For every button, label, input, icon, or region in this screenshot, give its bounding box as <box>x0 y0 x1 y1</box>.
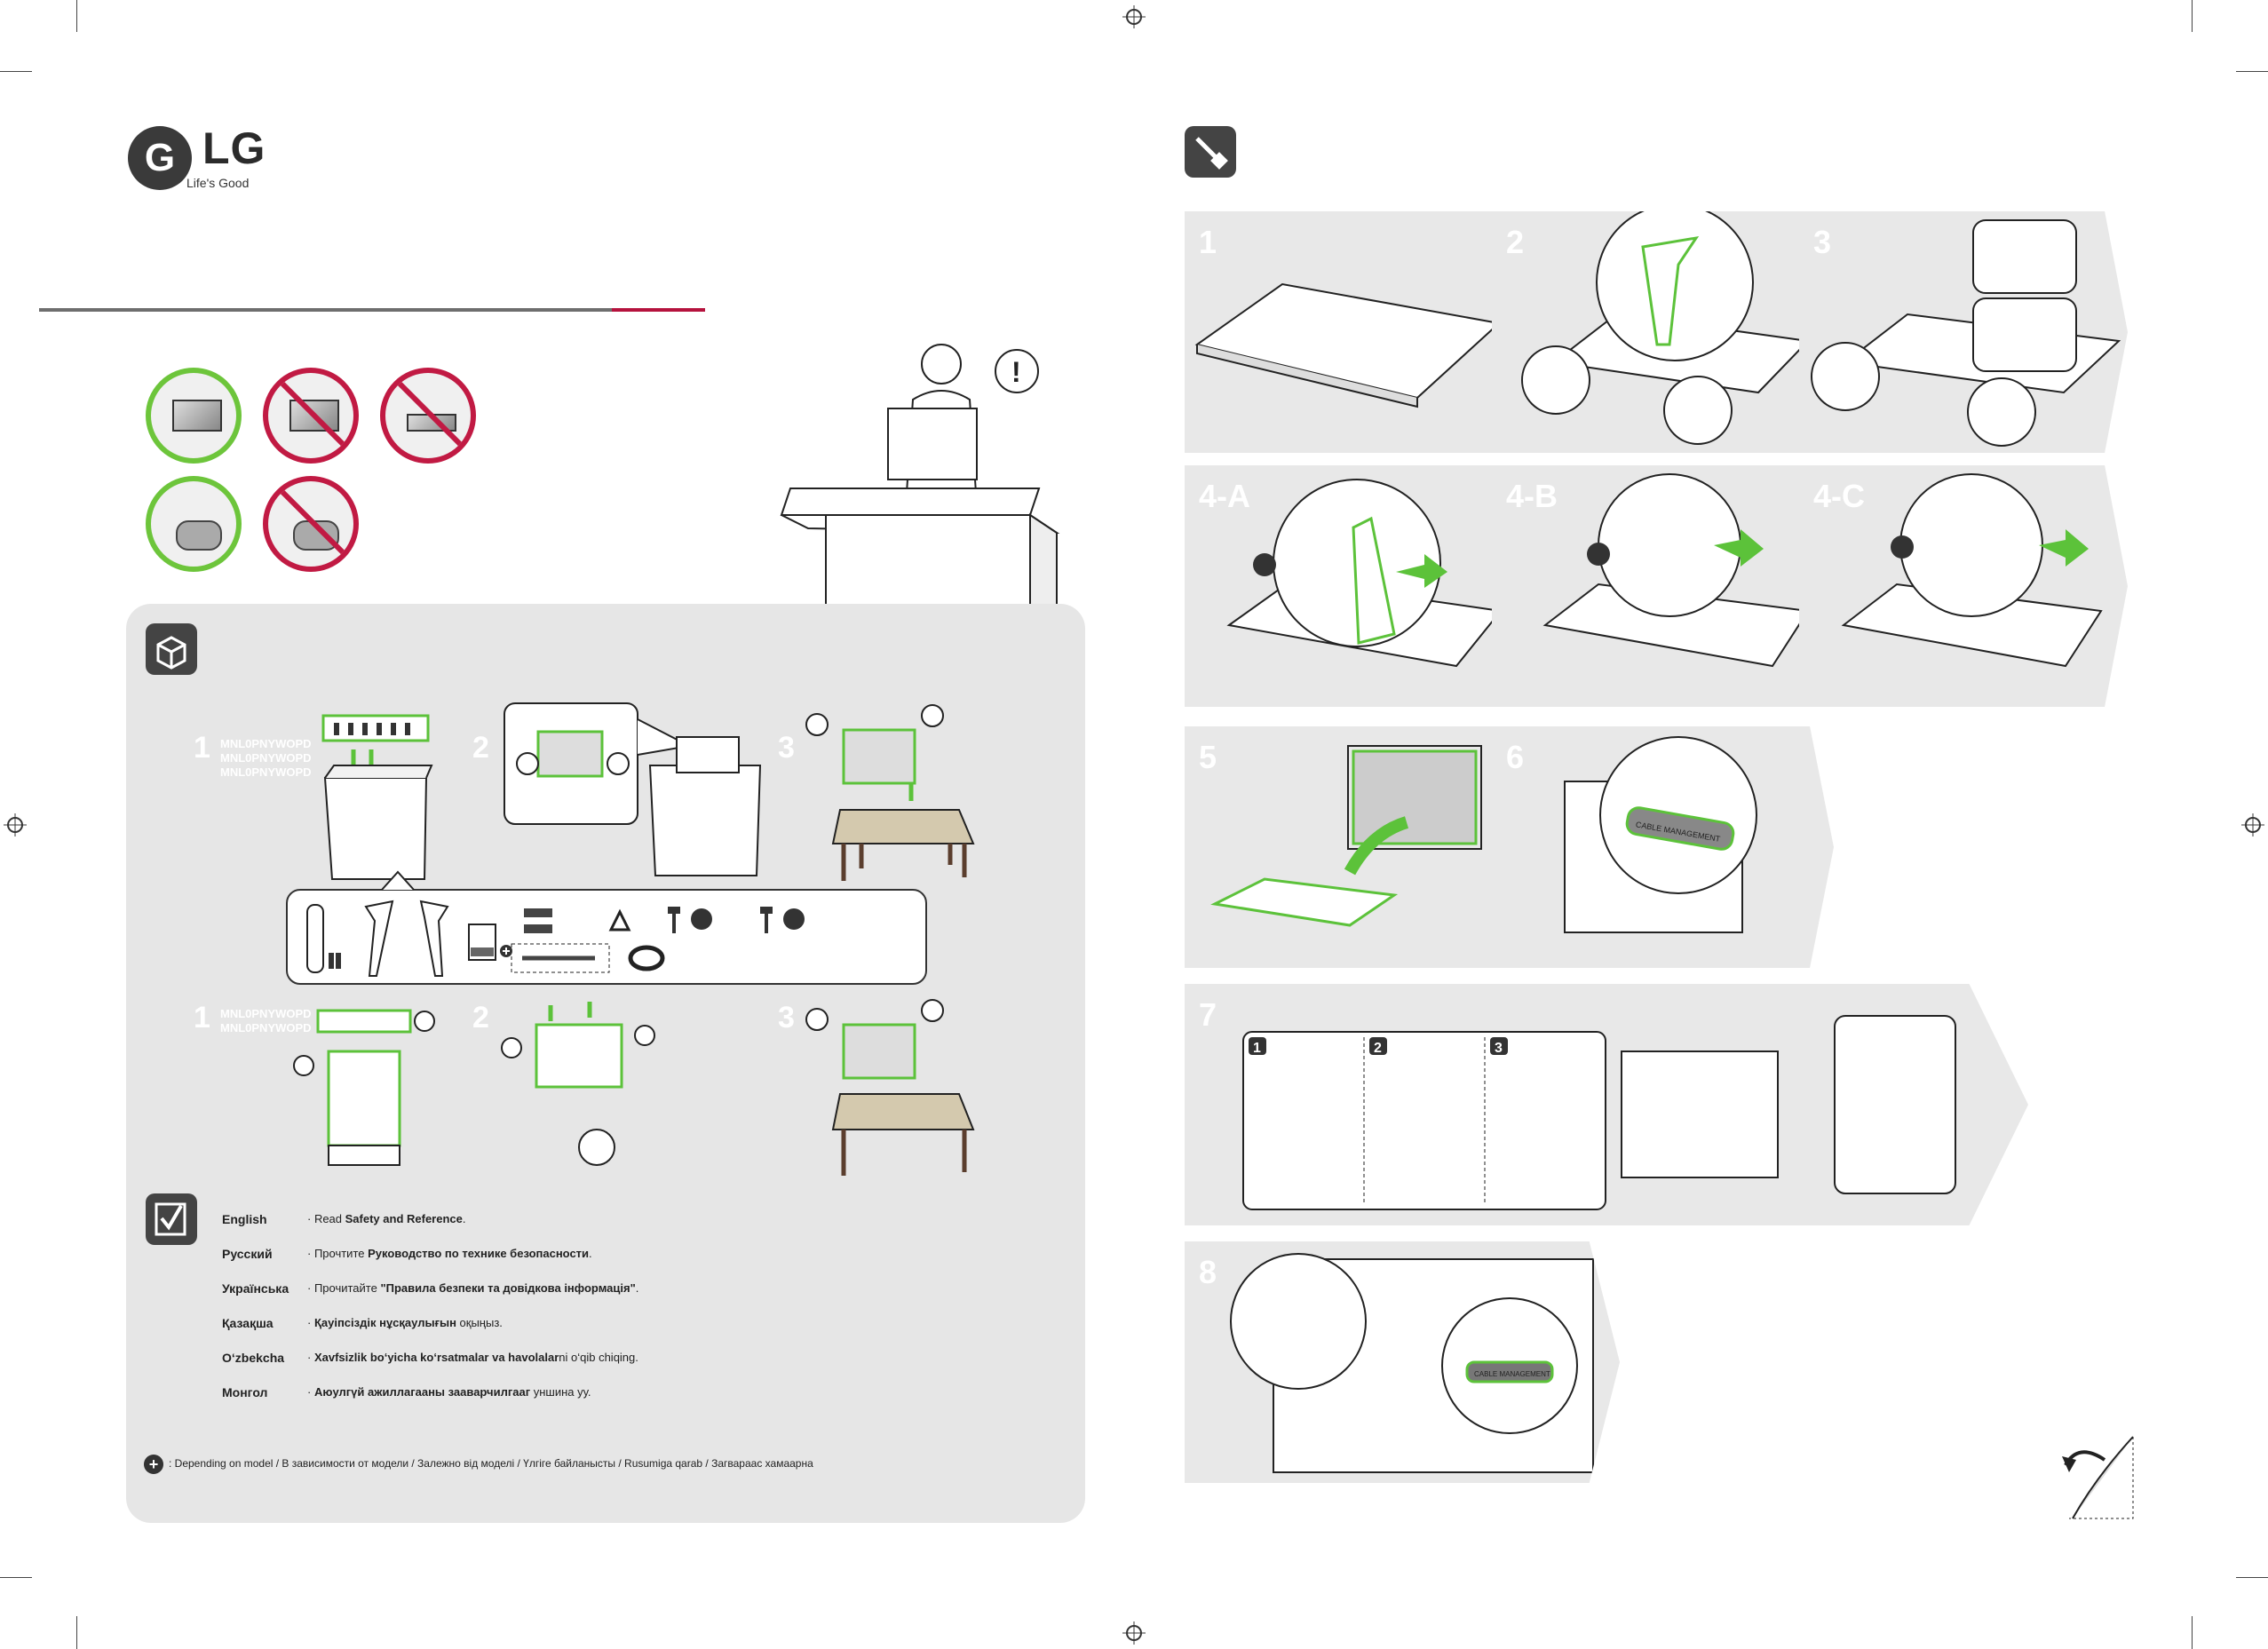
lg-logo: G LG Life's Good <box>124 123 284 202</box>
step-4b-tile: 4-B <box>1492 465 1834 707</box>
stand-leg-icon <box>364 900 394 977</box>
crop-mark <box>2192 1616 2193 1649</box>
unbox-step1b-illustration <box>293 1009 435 1166</box>
svg-text:3: 3 <box>1495 1041 1503 1056</box>
step-6-tile: 6 CABLE MANAGEMENT <box>1492 726 1834 968</box>
lang-instruction: · Прочтите Руководство по технике безопа… <box>307 1247 592 1260</box>
option-plus-icon <box>500 945 512 957</box>
unbox-step-number: 2 <box>472 1001 489 1035</box>
svg-text:1: 1 <box>1253 1041 1261 1056</box>
cable-holder-icon <box>524 908 552 933</box>
lang-instruction: · Прочитайте "Правила безпеки та довідко… <box>307 1281 639 1295</box>
components-bubble <box>286 889 927 985</box>
brand-tagline: Life's Good <box>186 176 250 190</box>
ring-icon <box>628 945 665 971</box>
lang-name: O‘zbekcha <box>222 1351 285 1365</box>
unbox-step3-illustration <box>805 704 975 881</box>
handling-wrong-icon <box>263 368 359 464</box>
option-plus-icon: + <box>144 1455 163 1474</box>
step-3-tile: 3 <box>1799 211 2128 453</box>
screw-icon <box>760 907 805 933</box>
title-divider <box>39 308 705 312</box>
unbox-step-number: 2 <box>472 731 489 765</box>
registration-mark <box>1122 1621 1146 1645</box>
screwdriver-icon <box>1185 126 1236 178</box>
step-2-tile: 2 <box>1492 211 1834 453</box>
step-4a-tile: 4-A <box>1185 465 1527 707</box>
lang-name: Українська <box>222 1281 289 1296</box>
unbox-step-number: 1 <box>194 731 210 765</box>
svg-text:2: 2 <box>1374 1041 1382 1056</box>
unbox-step-number: 3 <box>778 731 795 765</box>
unbox-step-number: 3 <box>778 1001 795 1035</box>
crop-mark <box>2192 0 2193 32</box>
crop-mark <box>76 0 77 32</box>
step-1-tile: 1 <box>1185 211 1527 453</box>
handling-wrong-icon <box>380 368 476 464</box>
crop-mark <box>76 1616 77 1649</box>
unbox-step2b-illustration <box>501 1002 655 1166</box>
step-8-tile: 8 CABLE MANAGEMENT <box>1185 1241 1620 1483</box>
components-pointer <box>381 870 415 891</box>
remote-and-batteries-icon <box>306 904 341 973</box>
page-curl-icon <box>2062 1436 2134 1519</box>
registration-mark <box>4 813 27 836</box>
crop-mark <box>2236 71 2268 72</box>
registration-mark <box>2241 813 2264 836</box>
warning-icon: ! <box>1011 356 1021 388</box>
unbox-step2-illustration <box>504 702 762 876</box>
footnote: +: Depending on model / В зависимости от… <box>144 1455 813 1474</box>
box-open-icon <box>146 623 197 675</box>
crop-mark <box>0 1577 32 1578</box>
unbox-step3b-illustration <box>805 999 975 1176</box>
lg-logo-letter: G <box>144 136 176 179</box>
screw-icon <box>668 907 712 933</box>
checklist-icon <box>146 1193 197 1245</box>
brand-name: LG <box>202 123 266 173</box>
crop-mark <box>0 71 32 72</box>
lang-instruction: · Қауіпсіздік нұсқаулығын оқыңыз. <box>307 1316 503 1329</box>
manual-icon <box>468 924 496 961</box>
step-4c-tile: 4-C <box>1799 465 2128 707</box>
lang-instruction: · Аюулгүй ажиллагааны зааварчилгааг унши… <box>307 1385 591 1399</box>
unbox-step1-illustration <box>321 714 433 880</box>
registration-mark <box>1122 5 1146 28</box>
lg-logo-mark: G <box>128 126 192 190</box>
hand-grip-correct-icon <box>146 476 242 572</box>
unbox-step-number: 1 <box>194 1001 210 1035</box>
clip-icon <box>608 908 631 932</box>
handling-correct-icon <box>146 368 242 464</box>
crop-mark <box>2236 1577 2268 1578</box>
lang-instruction: · Xavfsizlik bo‘yicha ko‘rsatmalar va ha… <box>307 1351 638 1364</box>
lang-name: English <box>222 1212 267 1226</box>
lang-instruction: · Read Safety and Reference. <box>307 1212 466 1225</box>
cable-tie-icon <box>511 943 610 973</box>
svg-text:CABLE MANAGEMENT: CABLE MANAGEMENT <box>1474 1370 1550 1378</box>
stand-leg-icon <box>419 900 449 977</box>
lang-name: Қазақша <box>222 1316 274 1330</box>
hand-grip-wrong-icon <box>263 476 359 572</box>
step-5-tile: 5 <box>1185 726 1527 968</box>
lang-name: Русский <box>222 1247 273 1261</box>
lang-name: Монгол <box>222 1385 268 1399</box>
